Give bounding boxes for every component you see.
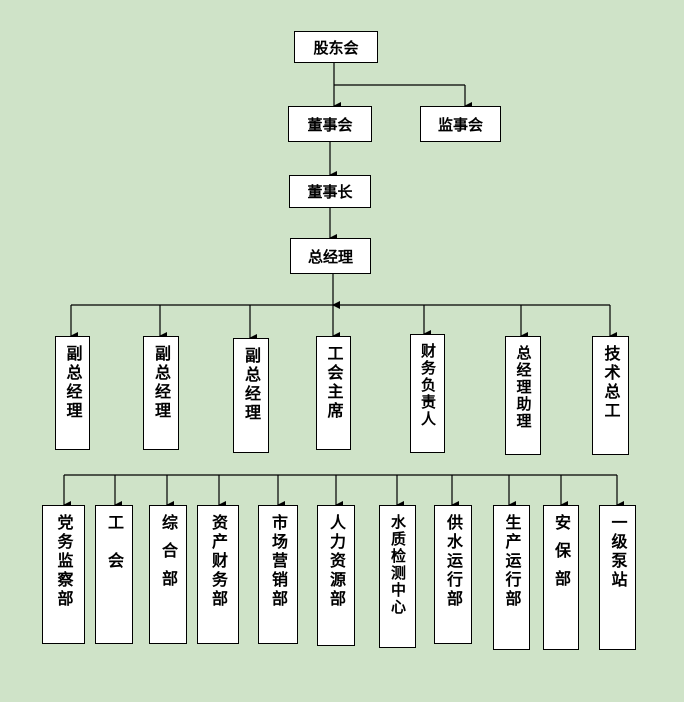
node-manager-chief-engineer-label: 技术总工 — [601, 345, 621, 421]
node-dept-party-supervision: 党务监察部 — [42, 505, 85, 644]
node-dept-union-label: 工会 — [105, 514, 124, 590]
node-dept-party-supervision-label: 党务监察部 — [54, 514, 74, 609]
node-dept-primary-pump-station: 一级泵站 — [599, 505, 636, 650]
node-manager-finance-lead-label: 财务负责人 — [419, 343, 437, 428]
node-chairman: 董事长 — [289, 175, 371, 208]
node-dept-marketing-label: 市场营销部 — [269, 514, 288, 609]
node-general-manager: 总经理 — [290, 238, 371, 274]
node-dept-general-affairs-label: 综合部 — [159, 514, 178, 598]
node-dept-asset-finance: 资产财务部 — [197, 505, 239, 644]
node-shareholders: 股东会 — [294, 31, 378, 63]
node-dept-water-quality-label: 水质检测中心 — [389, 514, 407, 616]
node-dept-union: 工会 — [95, 505, 133, 644]
node-dept-primary-pump-station-label: 一级泵站 — [608, 514, 628, 590]
node-dept-production-label: 生产运行部 — [502, 514, 522, 609]
node-manager-gm-assistant: 总经理助理 — [505, 336, 541, 455]
node-dept-water-supply: 供水运行部 — [434, 505, 472, 644]
node-manager-union-chair-label: 工会主席 — [324, 345, 344, 421]
node-dept-human-resources-label: 人力资源部 — [327, 514, 346, 609]
node-manager-vice-2-label: 副总经理 — [152, 345, 171, 421]
node-dept-general-affairs: 综合部 — [149, 505, 187, 644]
node-dept-asset-finance-label: 资产财务部 — [209, 514, 228, 609]
node-dept-water-supply-label: 供水运行部 — [444, 514, 463, 609]
node-manager-gm-assistant-label: 总经理助理 — [514, 345, 533, 430]
node-manager-chief-engineer: 技术总工 — [592, 336, 629, 455]
node-manager-vice-3-label: 副总经理 — [242, 347, 261, 423]
node-manager-finance-lead: 财务负责人 — [410, 334, 445, 453]
node-dept-water-quality: 水质检测中心 — [379, 505, 416, 648]
node-manager-union-chair: 工会主席 — [316, 336, 351, 450]
node-dept-marketing: 市场营销部 — [258, 505, 298, 644]
node-manager-vice-1-label: 副总经理 — [63, 345, 83, 421]
node-general-manager-label: 总经理 — [307, 247, 353, 266]
node-manager-vice-1: 副总经理 — [55, 336, 90, 450]
node-manager-vice-2: 副总经理 — [143, 336, 179, 450]
node-shareholders-label: 股东会 — [313, 38, 359, 57]
node-manager-vice-3: 副总经理 — [233, 338, 269, 453]
node-supervisors-label: 监事会 — [437, 115, 483, 134]
node-dept-human-resources: 人力资源部 — [317, 505, 355, 646]
node-board: 董事会 — [288, 106, 372, 142]
node-chairman-label: 董事长 — [307, 183, 353, 201]
node-supervisors: 监事会 — [420, 106, 501, 142]
node-dept-security-label: 安保部 — [552, 514, 571, 598]
node-dept-production: 生产运行部 — [493, 505, 530, 650]
node-dept-security: 安保部 — [543, 505, 579, 650]
node-board-label: 董事会 — [307, 115, 353, 134]
